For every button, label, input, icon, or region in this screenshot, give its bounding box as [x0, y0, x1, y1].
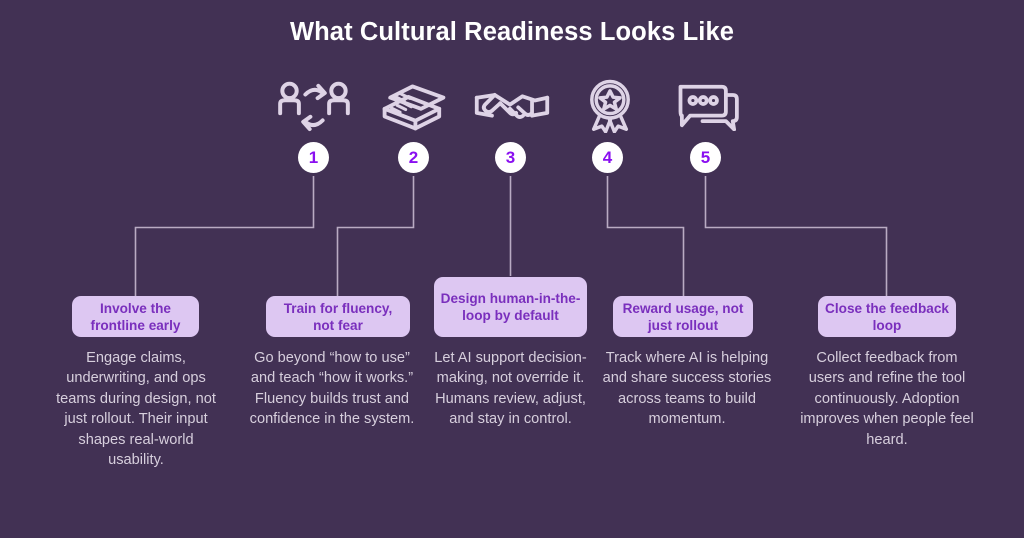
step-label-1[interactable]: Involve the frontline early — [72, 296, 199, 337]
step-label-3[interactable]: Design human-in-the-loop by default — [434, 277, 587, 337]
step-description-3: Let AI support decision-making, not over… — [434, 350, 587, 428]
step-number-2: 2 — [398, 142, 429, 173]
step-number-5: 5 — [690, 142, 721, 173]
step-description-1: Engage claims, underwriting, and ops tea… — [56, 350, 216, 469]
people-exchange-icon — [274, 80, 354, 132]
handshake-icon — [472, 80, 552, 132]
award-medal-icon — [570, 79, 650, 133]
step-description-2: Go beyond “how to use” and teach “how it… — [249, 350, 415, 428]
step-number-1: 1 — [298, 142, 329, 173]
step-description-4: Track where AI is helping and share succ… — [602, 350, 772, 428]
book-stack-icon — [374, 80, 454, 132]
connector-4 — [606, 176, 685, 296]
speech-bubbles-icon — [668, 80, 748, 132]
page-title: What Cultural Readiness Looks Like — [289, 18, 735, 46]
step-label-2[interactable]: Train for fluency, not fear — [266, 296, 410, 337]
connector-5 — [704, 176, 888, 296]
connector-2 — [336, 176, 415, 296]
step-description-5: Collect feedback from users and refine t… — [800, 350, 974, 448]
step-label-5[interactable]: Close the feedback loop — [818, 296, 956, 337]
step-number-3: 3 — [495, 142, 526, 173]
step-label-4[interactable]: Reward usage, not just rollout — [613, 296, 753, 337]
connector-1 — [134, 176, 315, 296]
step-number-4: 4 — [592, 142, 623, 173]
